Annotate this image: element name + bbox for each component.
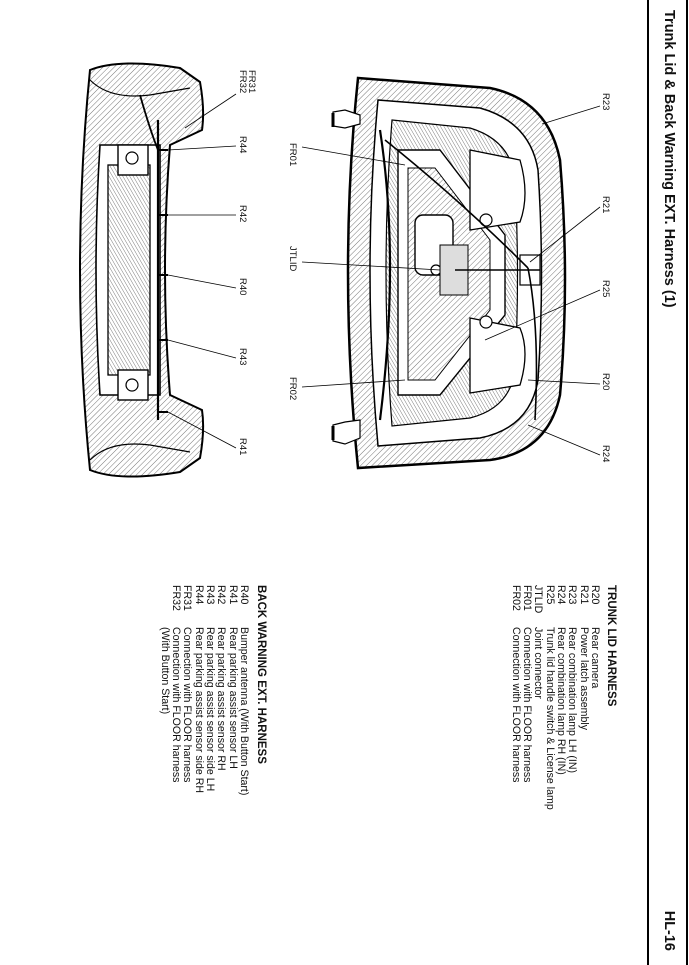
bumper-outline (79, 62, 205, 478)
trunk-lid-leaders (301, 105, 601, 456)
label-fr02: FR02 (287, 377, 298, 400)
trunk-lid-outline (331, 76, 567, 470)
label-r20: R20 (600, 373, 611, 390)
label-r40: R40 (237, 278, 248, 295)
label-r25: R25 (600, 280, 611, 297)
label-fr01: FR01 (287, 143, 298, 166)
label-fr31: FR31 (246, 70, 257, 93)
label-r21: R21 (600, 196, 611, 213)
label-r41: R41 (237, 438, 248, 455)
bumper-leaders (167, 93, 237, 449)
trunk-lid-labels: R23 R21 R25 R20 R24 FR01 JTLID FR02 (287, 93, 611, 462)
page-border-right (686, 0, 688, 965)
header-divider (647, 0, 649, 965)
label-fr32: FR32 (237, 70, 248, 93)
label-r42: R42 (237, 205, 248, 222)
label-r24: R24 (600, 445, 611, 462)
bumper-labels: FR31 FR32 R44 R42 R40 R43 R41 (237, 70, 257, 455)
label-r44: R44 (237, 136, 248, 153)
label-r23: R23 (600, 93, 611, 110)
label-r43: R43 (237, 348, 248, 365)
label-jtlid: JTLID (287, 246, 298, 271)
